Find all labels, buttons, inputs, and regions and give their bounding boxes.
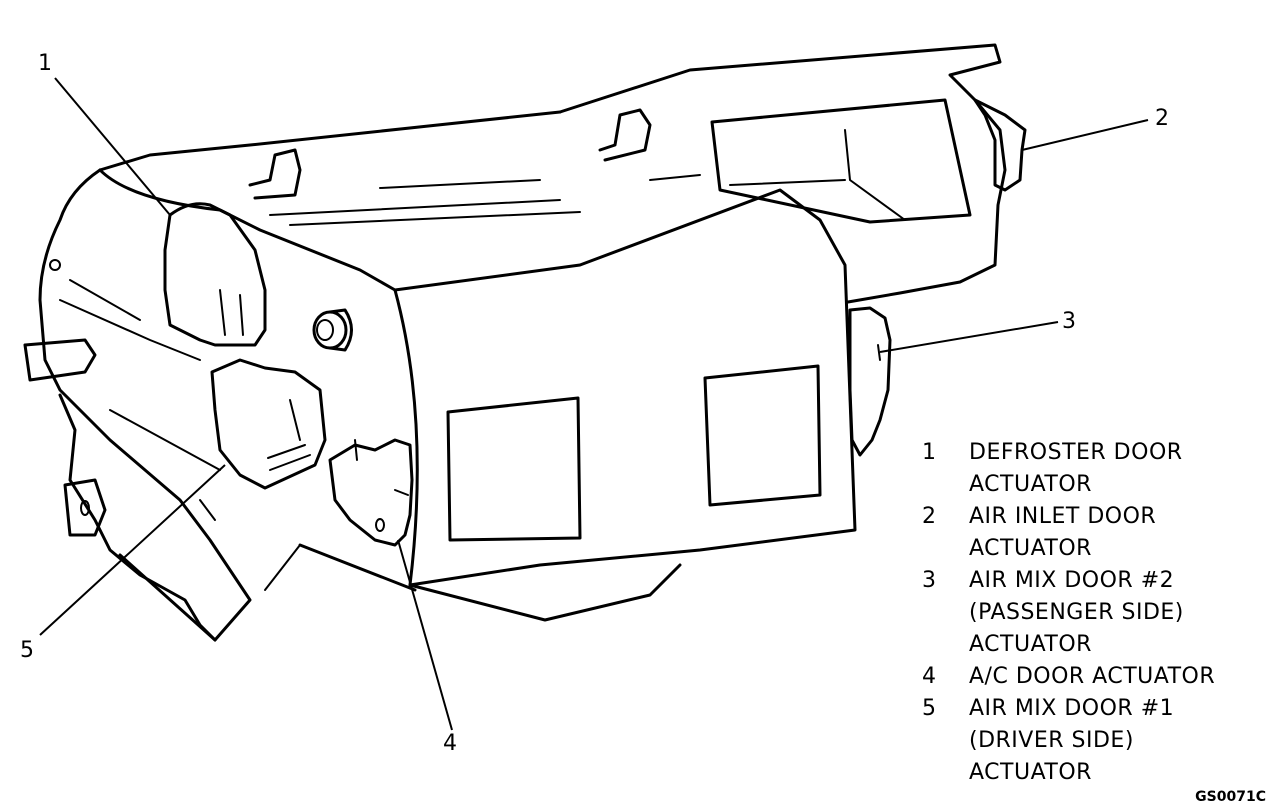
- legend-item: 1 DEFROSTER DOOR ACTUATOR: [922, 437, 1267, 501]
- air-mix-2-actuator-shape: [848, 306, 892, 457]
- figure-id: GS0071C: [1195, 789, 1266, 805]
- callout-1: 1: [38, 51, 52, 76]
- callout-numbers: 1 2 3 4 5: [20, 51, 1169, 756]
- legend-item: 3 AIR MIX DOOR #2 (PASSENGER SIDE) ACTUA…: [922, 565, 1267, 661]
- legend-text: DEFROSTER DOOR ACTUATOR: [969, 437, 1267, 501]
- leader-lines: [39, 77, 1149, 731]
- callout-2: 2: [1155, 106, 1169, 131]
- legend-number: 3: [922, 568, 937, 593]
- leader-5: [39, 464, 226, 636]
- air-mix-1-actuator-shape: [210, 358, 327, 490]
- leader-2: [1021, 119, 1149, 151]
- parts-legend: 1 DEFROSTER DOOR ACTUATOR 2 AIR INLET DO…: [922, 437, 1267, 789]
- callout-3: 3: [1062, 309, 1076, 334]
- legend-number: 5: [922, 696, 937, 721]
- legend-item: 2 AIR INLET DOOR ACTUATOR: [922, 501, 1267, 565]
- legend-line: A/C DOOR ACTUATOR: [969, 664, 1216, 689]
- legend-line: ACTUATOR: [969, 632, 1092, 657]
- legend-number: 1: [922, 440, 937, 465]
- callout-5: 5: [20, 638, 34, 663]
- leader-3: [879, 321, 1059, 353]
- ac-door-actuator-shape: [328, 438, 414, 547]
- legend-line: DEFROSTER DOOR: [969, 440, 1183, 465]
- air-inlet-actuator-shape: [973, 98, 1027, 192]
- legend-line: AIR MIX DOOR #2: [969, 568, 1175, 593]
- legend-text: AIR MIX DOOR #1 (DRIVER SIDE) ACTUATOR: [969, 693, 1267, 789]
- legend-number: 2: [922, 504, 937, 529]
- legend-line: AIR INLET DOOR: [969, 504, 1157, 529]
- legend-line: ACTUATOR: [969, 472, 1092, 497]
- leader-4: [397, 539, 453, 731]
- legend-item: 4 A/C DOOR ACTUATOR: [922, 661, 1267, 693]
- legend-number: 4: [922, 664, 937, 689]
- legend-item: 5 AIR MIX DOOR #1 (DRIVER SIDE) ACTUATOR: [922, 693, 1267, 789]
- callout-4: 4: [443, 731, 457, 756]
- legend-line: (PASSENGER SIDE): [969, 600, 1184, 625]
- leader-1: [54, 77, 171, 216]
- front-face-panels: [446, 364, 822, 542]
- hvac-housing: [23, 43, 1007, 642]
- legend-line: AIR MIX DOOR #1: [969, 696, 1175, 721]
- legend-line: ACTUATOR: [969, 536, 1092, 561]
- defroster-actuator-shape: [163, 202, 267, 347]
- legend-text: AIR INLET DOOR ACTUATOR: [969, 501, 1267, 565]
- actuators: [163, 98, 1027, 547]
- legend-text: AIR MIX DOOR #2 (PASSENGER SIDE) ACTUATO…: [969, 565, 1267, 661]
- legend-line: (DRIVER SIDE): [969, 728, 1134, 753]
- legend-line: ACTUATOR: [969, 760, 1092, 785]
- legend-text: A/C DOOR ACTUATOR: [969, 661, 1267, 693]
